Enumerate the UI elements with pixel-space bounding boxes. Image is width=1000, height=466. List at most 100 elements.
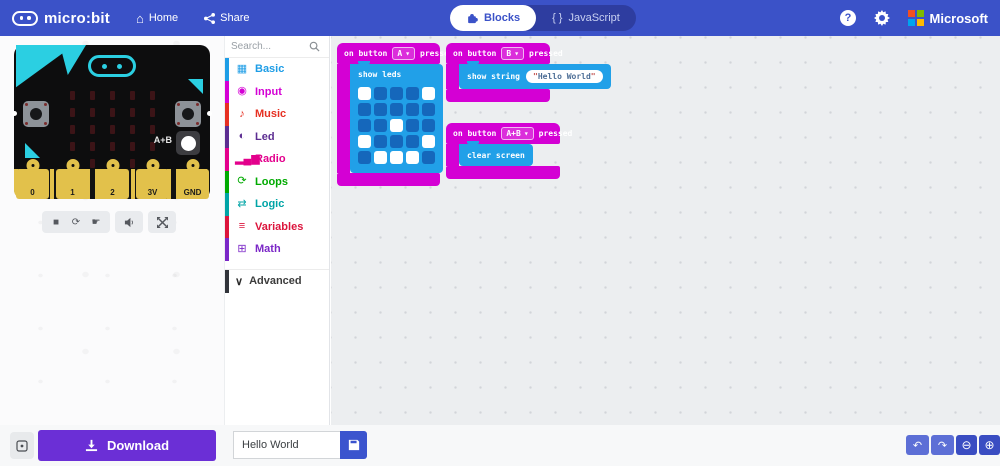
led-cell[interactable]: [390, 119, 403, 132]
sim-led[interactable]: [70, 142, 75, 151]
pin-1[interactable]: 1: [56, 159, 89, 199]
home-button[interactable]: ⌂ Home: [136, 12, 178, 25]
led-cell[interactable]: [406, 103, 419, 116]
led-cell[interactable]: [374, 87, 387, 100]
led-cell[interactable]: [406, 119, 419, 132]
tab-javascript[interactable]: { } JavaScript: [536, 5, 636, 31]
pin-2[interactable]: 2: [96, 159, 129, 199]
undo-button[interactable]: ↶: [906, 435, 929, 455]
button-dropdown[interactable]: B ▾: [501, 47, 525, 60]
show-string-block[interactable]: show string " Hello World ": [459, 64, 611, 89]
button-a[interactable]: [23, 101, 49, 127]
sim-led[interactable]: [130, 159, 135, 168]
zoom-out-button[interactable]: ⊖: [956, 435, 977, 455]
led-cell[interactable]: [358, 119, 371, 132]
led-cell[interactable]: [422, 119, 435, 132]
show-leds-block[interactable]: show leds: [350, 64, 443, 173]
toolbox-search[interactable]: [225, 36, 329, 58]
led-cell[interactable]: [422, 87, 435, 100]
toolbox-category-led[interactable]: ◐Led: [225, 125, 329, 148]
sim-led[interactable]: [90, 142, 95, 151]
settings-button[interactable]: [874, 10, 890, 26]
sim-led[interactable]: [70, 108, 75, 117]
led-cell[interactable]: [358, 135, 371, 148]
toolbox-category-input[interactable]: ◉Input: [225, 80, 329, 103]
led-cell[interactable]: [358, 87, 371, 100]
pin-gnd[interactable]: GND: [176, 159, 209, 199]
blocks-workspace[interactable]: on button A ▾ pressed show leds on butto…: [331, 36, 1000, 425]
board-logo-icon[interactable]: [88, 55, 136, 77]
debug-button[interactable]: ☛: [86, 211, 106, 233]
led-cell[interactable]: [406, 87, 419, 100]
sim-led[interactable]: [90, 108, 95, 117]
stop-button[interactable]: ■: [46, 211, 66, 233]
simulator-collapse-button[interactable]: [10, 432, 34, 459]
led-cell[interactable]: [358, 151, 371, 164]
sim-led[interactable]: [130, 91, 135, 100]
sim-led[interactable]: [110, 108, 115, 117]
fullscreen-button[interactable]: [152, 211, 172, 233]
led-cell[interactable]: [390, 87, 403, 100]
sim-led[interactable]: [130, 125, 135, 134]
led-cell[interactable]: [374, 119, 387, 132]
toolbox-category-basic[interactable]: ▦Basic: [225, 58, 329, 81]
sim-led[interactable]: [110, 142, 115, 151]
led-editor-grid[interactable]: [350, 84, 443, 173]
clear-screen-block[interactable]: clear screen: [459, 144, 533, 166]
block-on-button-ab[interactable]: on button A+B ▾ pressed clear screen: [446, 123, 572, 179]
redo-button[interactable]: ↷: [931, 435, 954, 455]
led-cell[interactable]: [374, 103, 387, 116]
pin-3v[interactable]: 3V: [136, 159, 169, 199]
event-block-header[interactable]: on button A ▾ pressed: [337, 43, 454, 64]
sim-led[interactable]: [90, 91, 95, 100]
sim-led[interactable]: [150, 91, 155, 100]
led-cell[interactable]: [390, 151, 403, 164]
button-ab[interactable]: [176, 131, 200, 155]
button-b[interactable]: [175, 101, 201, 127]
help-button[interactable]: ?: [840, 10, 856, 26]
event-block-header[interactable]: on button B ▾ pressed: [446, 43, 563, 64]
block-on-button-a[interactable]: on button A ▾ pressed show leds: [337, 43, 454, 186]
save-button[interactable]: [340, 431, 367, 459]
mute-button[interactable]: [119, 211, 139, 233]
led-matrix[interactable]: [70, 91, 155, 168]
sim-led[interactable]: [110, 125, 115, 134]
search-input[interactable]: [231, 41, 305, 52]
toolbox-category-radio[interactable]: ▂▄▆Radio: [225, 148, 329, 171]
sim-led[interactable]: [150, 142, 155, 151]
sim-led[interactable]: [130, 108, 135, 117]
microbit-logo[interactable]: micro:bit: [12, 10, 110, 27]
toolbox-category-math[interactable]: ⊞Math: [225, 238, 329, 261]
download-button[interactable]: Download: [38, 430, 216, 461]
led-cell[interactable]: [374, 135, 387, 148]
led-cell[interactable]: [422, 103, 435, 116]
share-button[interactable]: Share: [204, 12, 250, 24]
sim-led[interactable]: [110, 91, 115, 100]
sim-led[interactable]: [70, 125, 75, 134]
button-dropdown[interactable]: A+B ▾: [501, 127, 534, 140]
event-block-header[interactable]: on button A+B ▾ pressed: [446, 123, 572, 144]
led-cell[interactable]: [390, 103, 403, 116]
led-cell[interactable]: [358, 103, 371, 116]
toolbox-category-logic[interactable]: ⇄Logic: [225, 193, 329, 216]
led-cell[interactable]: [406, 135, 419, 148]
block-on-button-b[interactable]: on button B ▾ pressed show string " Hell…: [446, 43, 611, 102]
led-cell[interactable]: [406, 151, 419, 164]
toolbox-advanced[interactable]: ∨ Advanced: [225, 268, 329, 293]
toolbox-category-music[interactable]: ♪Music: [225, 103, 329, 126]
sim-led[interactable]: [90, 125, 95, 134]
led-cell[interactable]: [390, 135, 403, 148]
pin-0[interactable]: 0: [16, 159, 49, 199]
toolbox-category-loops[interactable]: ⟳Loops: [225, 170, 329, 193]
microsoft-logo[interactable]: Microsoft: [908, 10, 988, 26]
string-field[interactable]: " Hello World ": [525, 70, 603, 83]
button-dropdown[interactable]: A ▾: [392, 47, 416, 60]
zoom-in-button[interactable]: ⊕: [979, 435, 1000, 455]
sim-led[interactable]: [150, 125, 155, 134]
sim-led[interactable]: [130, 142, 135, 151]
led-cell[interactable]: [374, 151, 387, 164]
sim-led[interactable]: [90, 159, 95, 168]
tab-blocks[interactable]: Blocks: [450, 5, 537, 31]
toolbox-category-variables[interactable]: ≡Variables: [225, 215, 329, 238]
sim-led[interactable]: [150, 108, 155, 117]
